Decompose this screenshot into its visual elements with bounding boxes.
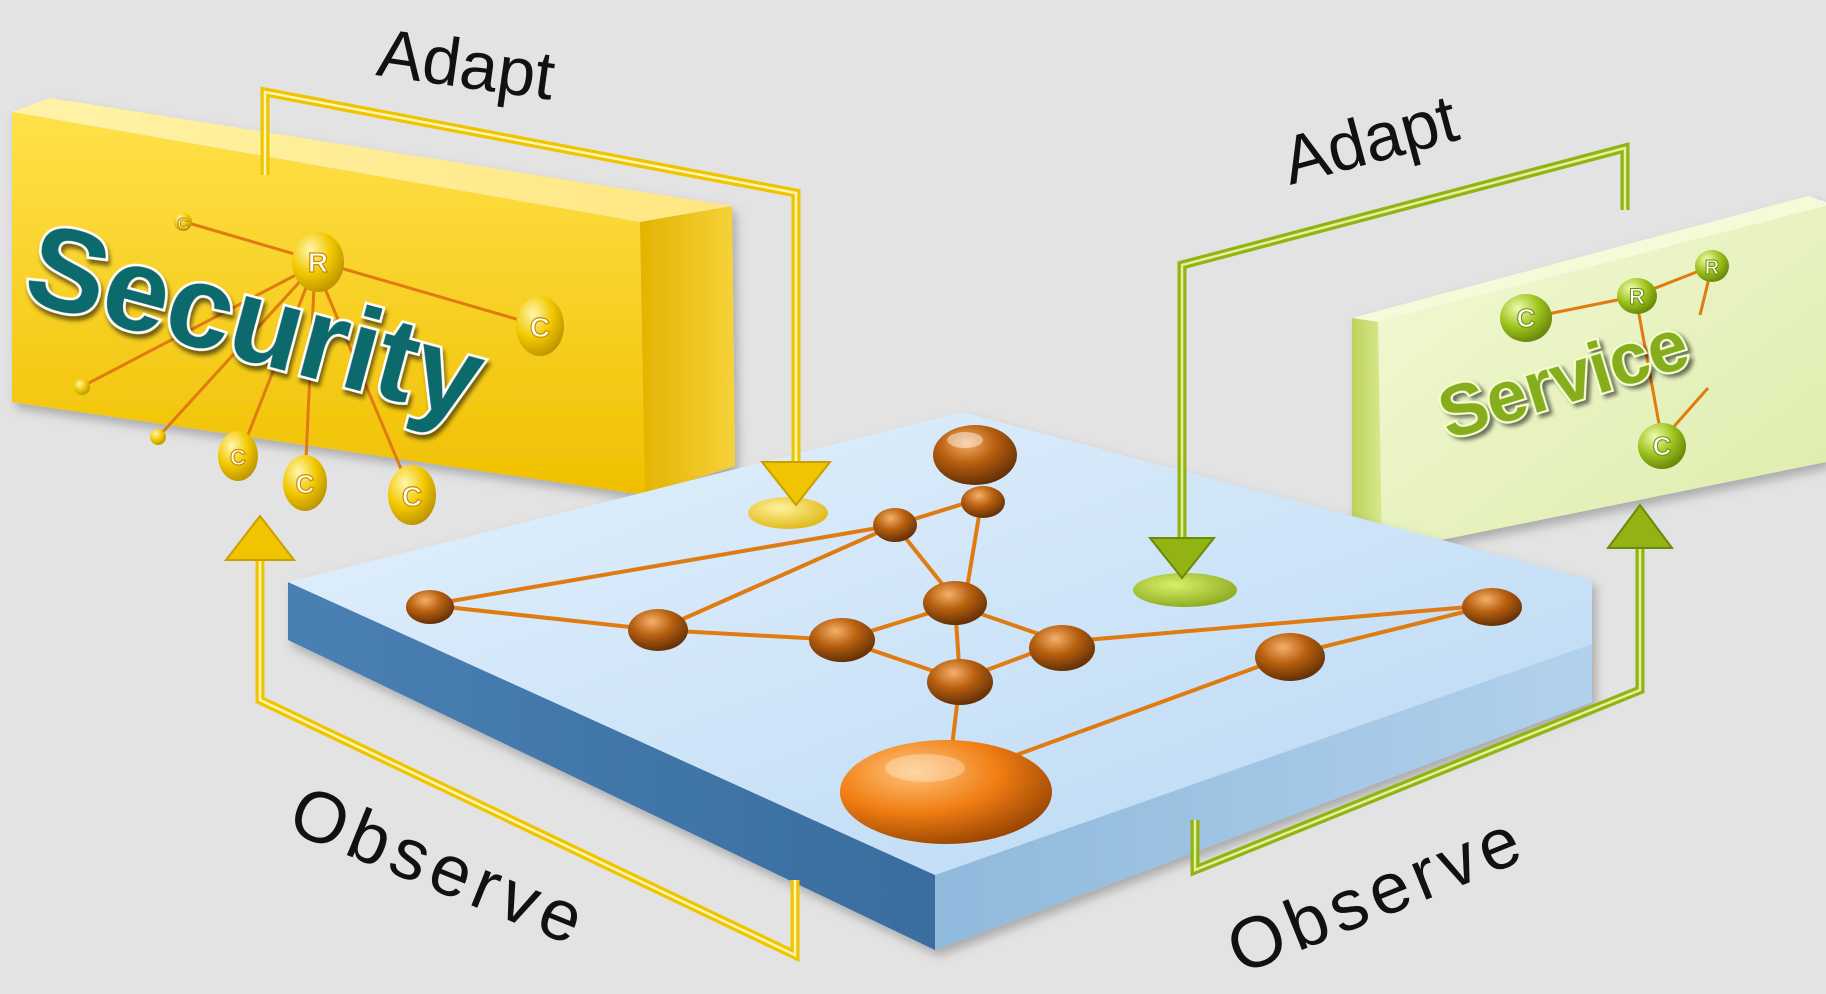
service-panel-side [1352,318,1382,552]
security-panel-side [640,206,735,495]
service-node-letter: C [1653,431,1672,461]
security-adapt-arrow [260,86,833,507]
security-node-c5 [388,465,436,525]
security-node-letters: C R C C C C [177,215,551,512]
security-node-small-a [74,379,90,395]
security-node-letter: C [296,469,315,499]
network-node [873,508,917,542]
observe-label-left: Observe [279,771,600,963]
node-highlight [885,754,965,782]
network-node [809,618,875,662]
network-node [923,581,987,625]
security-panel-front [12,112,645,495]
observe-label-right: Observe [1216,798,1537,990]
security-node-r [292,232,344,292]
adapt-label-left: Adapt [373,15,560,115]
service-node-letter: R [1629,284,1645,309]
security-node-c3 [218,431,258,481]
network-node [927,659,993,705]
network-node [628,609,688,651]
network-node [1462,588,1522,626]
node-highlight [947,432,983,448]
platform-right-face [935,644,1592,950]
network-hub-node [840,740,1052,844]
platform-nodes [406,425,1522,844]
service-panel [1352,196,1826,552]
service-node-letters: C R R C [1516,257,1720,462]
service-nodes [1500,250,1729,469]
network-node [933,425,1017,485]
security-node-letter: R [308,247,328,278]
security-nodes [74,213,564,525]
service-node-c1 [1500,294,1552,342]
service-node-letter: R [1705,257,1720,279]
security-node-letter: C [402,481,422,512]
network-node [1255,633,1325,681]
network-node [406,590,454,624]
adapt-label-right: Adapt [1274,80,1465,199]
security-node-letter: C [177,216,189,233]
security-panel [12,98,735,495]
network-node [961,486,1005,518]
security-node-letter: C [230,445,246,470]
security-node-letter: C [530,312,550,343]
platform-top [288,412,1592,875]
service-panel-top [1352,196,1826,322]
service-adapt-arrow [1147,142,1630,580]
service-observe-arrow [1190,503,1674,877]
service-node-r1 [1617,278,1657,314]
security-observe-arrow [223,514,800,963]
security-panel-top [12,98,732,222]
service-panel-front [1378,206,1826,552]
service-node-letter: C [1517,303,1536,333]
security-node-c4 [283,455,327,511]
service-node-c2 [1638,423,1686,469]
platform [288,412,1592,950]
security-node-small-b [150,429,166,445]
platform-left-face [288,582,935,950]
service-node-r2 [1695,250,1729,282]
service-effector-disc [1133,573,1237,607]
security-node-c2 [516,296,564,356]
security-effector-disc [748,497,828,529]
network-node [1029,625,1095,671]
security-node-c1 [174,213,192,231]
